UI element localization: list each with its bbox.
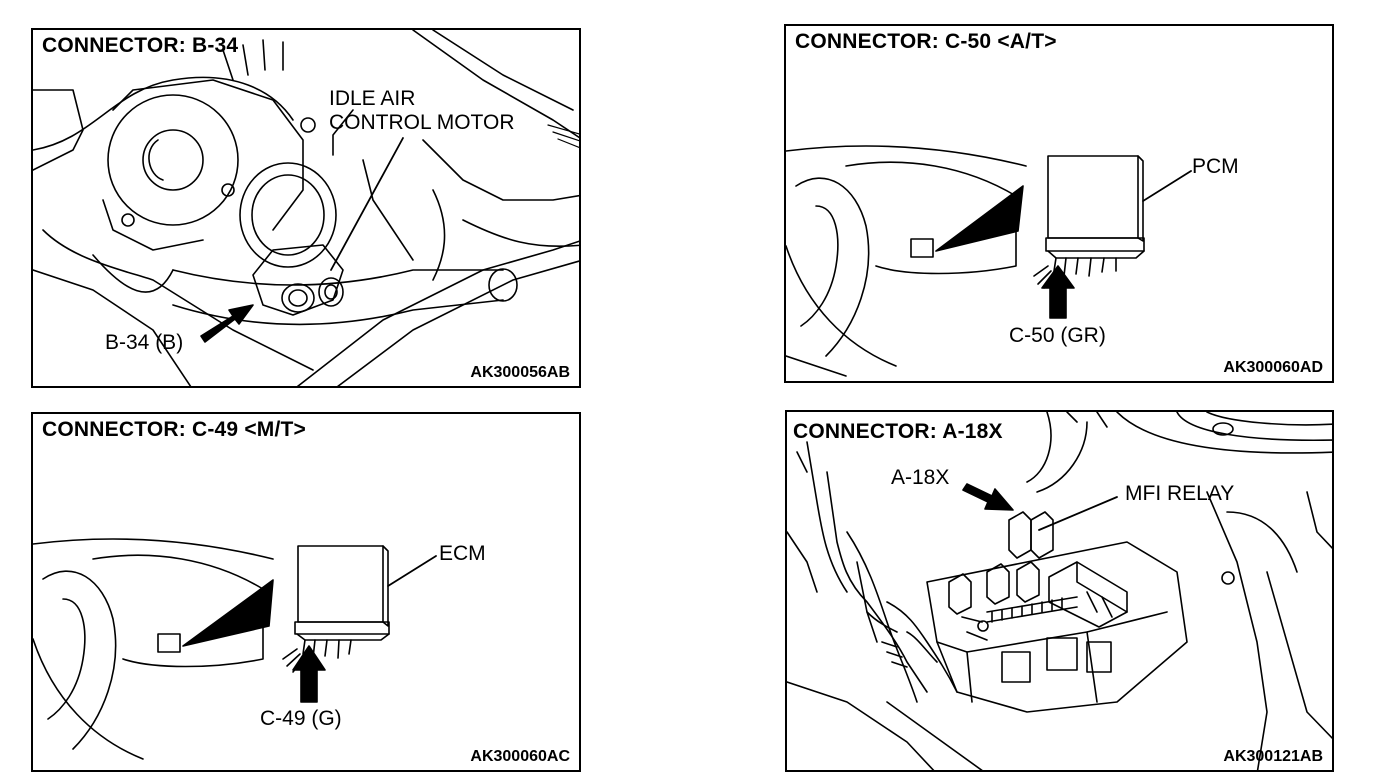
panel-c49: CONNECTOR: C-49 <M/T> ECM C-49 (G) AK300… xyxy=(31,412,581,772)
figure-code: AK300056AB xyxy=(470,364,570,381)
idle-air-control-motor-illustration xyxy=(33,30,579,386)
connector-label: C-49 (G) xyxy=(260,707,342,730)
figure-code: AK300121AB xyxy=(1223,748,1323,765)
pcm-location-illustration xyxy=(786,145,1192,377)
connector-label: A-18X xyxy=(891,466,950,489)
component-label: PCM xyxy=(1192,155,1239,178)
panel-title: CONNECTOR: C-50 <A/T> xyxy=(795,30,1057,53)
panel-title: CONNECTOR: A-18X xyxy=(793,420,1003,443)
panel-c50: CONNECTOR: C-50 <A/T> PCM C-50 (GR) AK30… xyxy=(784,24,1334,383)
connector-label: B-34 (B) xyxy=(105,331,184,354)
panel-title: CONNECTOR: C-49 <M/T> xyxy=(42,418,307,441)
panel-b34: CONNECTOR: B-34 IDLE AIR CONTROL MOTOR B… xyxy=(31,28,581,388)
mfi-relay-location-illustration xyxy=(787,412,1332,770)
component-label-line2: CONTROL MOTOR xyxy=(329,111,515,134)
component-label: ECM xyxy=(439,542,486,565)
panel-a18x: CONNECTOR: A-18X A-18X MFI RELAY AK30012… xyxy=(785,410,1334,772)
panel-title: CONNECTOR: B-34 xyxy=(42,34,239,57)
component-label: MFI RELAY xyxy=(1125,482,1235,505)
figure-code: AK300060AD xyxy=(1223,359,1323,376)
component-label-line1: IDLE AIR xyxy=(329,87,416,110)
ecm-location-illustration xyxy=(33,538,437,760)
connector-label: C-50 (GR) xyxy=(1009,324,1106,347)
figure-code: AK300060AC xyxy=(470,748,570,765)
